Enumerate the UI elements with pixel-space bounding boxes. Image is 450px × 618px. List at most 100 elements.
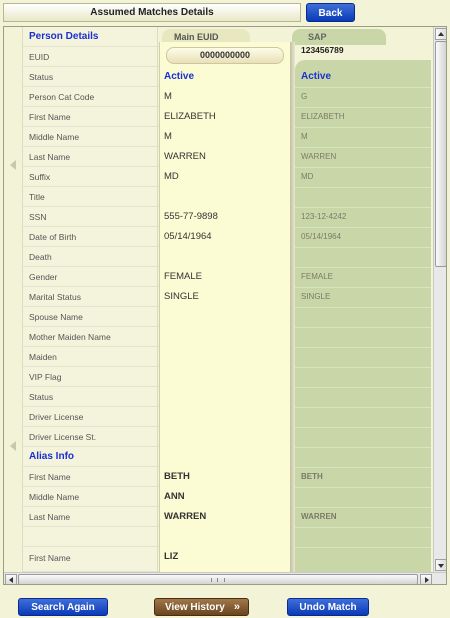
main-alias-value: LIZ	[164, 551, 179, 562]
main-field-value: ELIZABETH	[164, 111, 216, 122]
main-field-value: M	[164, 91, 172, 102]
main-field-value: FEMALE	[164, 271, 203, 282]
field-label: Last Name	[23, 147, 159, 167]
main-field-value: SINGLE	[164, 291, 199, 302]
row-divider	[295, 327, 431, 328]
arrow-right-icon	[425, 577, 429, 583]
row-divider	[295, 87, 431, 88]
field-label: First Name	[23, 548, 159, 572]
vertical-scrollbar[interactable]	[433, 27, 446, 572]
field-label: Date of Birth	[23, 227, 159, 247]
row-divider	[295, 447, 431, 448]
row-divider	[295, 207, 431, 208]
scroll-left-button[interactable]	[5, 574, 17, 584]
sap-field-value: G	[301, 92, 308, 101]
main-alias-value: WARREN	[164, 511, 207, 522]
top-bar: Assumed Matches Details Back	[0, 0, 450, 26]
row-divider	[295, 227, 431, 228]
main-field-value: 05/14/1964	[164, 231, 212, 242]
field-label: Gender	[23, 267, 159, 287]
field-label: SSN	[23, 207, 159, 227]
row-divider	[295, 267, 431, 268]
page-title: Assumed Matches Details	[3, 3, 301, 22]
row-divider	[295, 167, 431, 168]
field-label: Suffix	[23, 167, 159, 187]
field-label: Mother Maiden Name	[23, 327, 159, 347]
sap-field-value: 123-12-4242	[301, 212, 347, 221]
scroll-up-button[interactable]	[435, 28, 446, 40]
main-euid-value[interactable]: 0000000000	[166, 47, 284, 64]
main-alias-value: ANN	[164, 491, 185, 502]
sap-field-value: WARREN	[301, 152, 337, 161]
sap-status-value: Active	[301, 71, 332, 82]
arrow-left-icon	[9, 577, 13, 583]
footer-actions: Search Again View History » Undo Match	[0, 589, 450, 618]
horizontal-scroll-thumb[interactable]	[18, 574, 418, 584]
row-divider	[295, 127, 431, 128]
row-divider	[295, 407, 431, 408]
tab-main-euid[interactable]: Main EUID	[162, 29, 250, 45]
tab-sap[interactable]: SAP	[292, 29, 386, 45]
arrow-up-icon	[438, 32, 444, 36]
field-label: Driver License St.	[23, 427, 159, 447]
search-again-button[interactable]: Search Again	[18, 598, 108, 616]
row-divider	[295, 147, 431, 148]
back-button[interactable]: Back	[306, 3, 355, 22]
sap-alias-value: WARREN	[301, 512, 337, 521]
main-status-value: Active	[164, 71, 195, 82]
field-label: Status	[23, 387, 159, 407]
sap-field-value: SINGLE	[301, 292, 331, 301]
arrow-down-icon	[438, 564, 444, 568]
sap-field-value: MD	[301, 172, 314, 181]
row-divider	[295, 507, 431, 508]
grip-icon	[211, 578, 225, 582]
row-divider	[295, 547, 431, 548]
main-alias-value: BETH	[164, 471, 190, 482]
row-divider	[295, 387, 431, 388]
scroll-down-button[interactable]	[435, 559, 446, 571]
scroll-right-button[interactable]	[420, 574, 432, 584]
main-field-value: 555-77-9898	[164, 211, 218, 222]
main-field-value: WARREN	[164, 151, 206, 162]
undo-match-button[interactable]: Undo Match	[287, 598, 369, 616]
field-label: EUID	[23, 47, 159, 67]
row-divider	[295, 307, 431, 308]
row-divider	[295, 107, 431, 108]
row-divider	[295, 347, 431, 348]
field-label: Death	[23, 247, 159, 267]
field-label: Maiden	[23, 347, 159, 367]
horizontal-scrollbar[interactable]	[4, 572, 446, 584]
sap-field-value: FEMALE	[301, 272, 334, 281]
field-label: First Name	[23, 107, 159, 127]
row-divider	[295, 427, 431, 428]
field-label: Marital Status	[23, 287, 159, 307]
field-label: Last Name	[23, 507, 159, 527]
row-divider	[295, 287, 431, 288]
view-history-label: View History	[165, 602, 225, 613]
view-history-button[interactable]: View History »	[154, 598, 249, 616]
field-label: Middle Name	[23, 127, 159, 147]
alias-info-heading: Alias Info	[23, 447, 159, 467]
column-divider	[290, 42, 295, 572]
sap-alias-value: BETH	[301, 472, 323, 481]
sap-field-value: ELIZABETH	[301, 112, 345, 121]
row-divider	[295, 467, 431, 468]
comparison-panel: Person Details EUID Status Person Cat Co…	[3, 26, 447, 585]
field-labels-column: Person Details EUID Status Person Cat Co…	[22, 27, 159, 572]
field-label: Person Cat Code	[23, 87, 159, 107]
field-label	[23, 527, 159, 547]
row-divider	[295, 367, 431, 368]
field-label: Driver License	[23, 407, 159, 427]
vertical-scroll-thumb[interactable]	[435, 41, 446, 267]
person-details-heading: Person Details	[23, 27, 159, 47]
sap-field-value: 05/14/1964	[301, 232, 342, 241]
main-field-value: MD	[164, 171, 179, 182]
scroll-left-arrow-icon[interactable]	[10, 160, 16, 170]
field-label: Middle Name	[23, 487, 159, 507]
scroll-left-arrow-icon[interactable]	[10, 441, 16, 451]
sap-field-value: M	[301, 132, 308, 141]
row-divider	[295, 487, 431, 488]
sap-euid-value: 123456789	[301, 45, 344, 55]
field-label: Spouse Name	[23, 307, 159, 327]
field-label: Title	[23, 187, 159, 207]
